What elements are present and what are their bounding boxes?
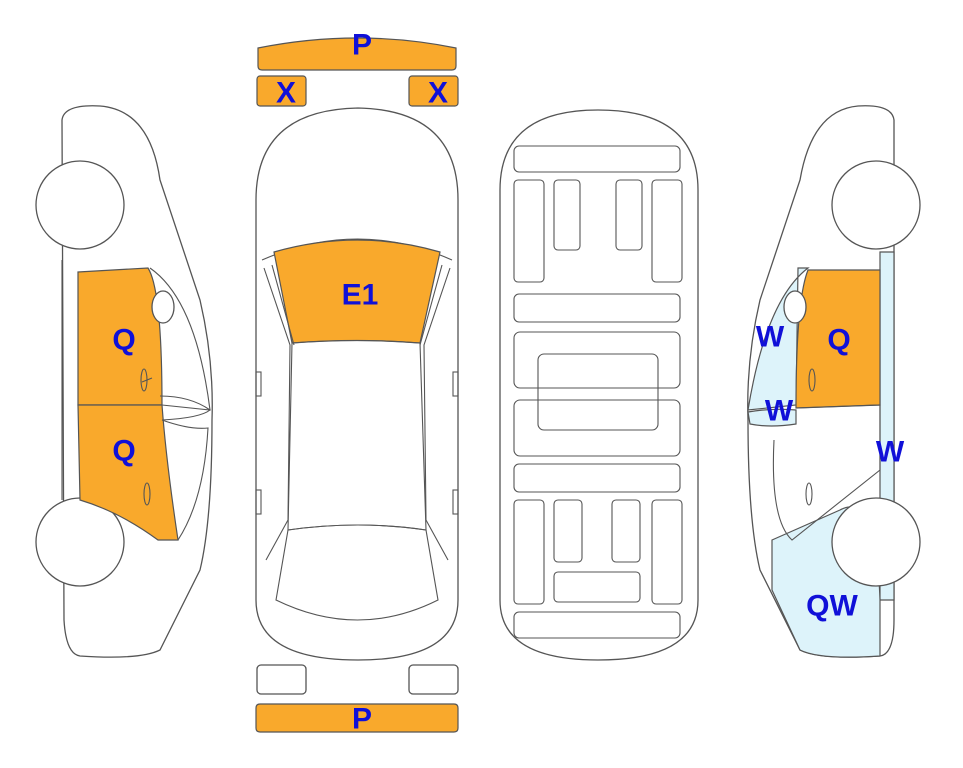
right-windshield-side-label: W: [876, 436, 905, 469]
left-front-door-label: Q: [112, 435, 135, 468]
front-bumper-label: P: [352, 29, 372, 62]
rear-bumper-part[interactable]: [255, 703, 459, 733]
front-left-light-label: X: [276, 77, 296, 110]
front-bumper-part[interactable]: [257, 37, 457, 71]
top-view-car: [255, 37, 459, 733]
front-left-light-part[interactable]: [256, 75, 307, 107]
windshield-label: E1: [342, 279, 379, 312]
right-side-view: [747, 105, 921, 658]
rear-bumper-label: P: [352, 703, 372, 736]
right-rear-window-label: W: [756, 321, 785, 354]
right-front-window-part[interactable]: [747, 408, 797, 427]
front-right-light-label: X: [428, 77, 448, 110]
right-front-window-label: W: [765, 395, 794, 428]
right-front-fender-label: QW: [806, 590, 858, 623]
right-rear-door-label: Q: [827, 324, 850, 357]
left-rear-door-label: Q: [112, 324, 135, 357]
front-right-light-part[interactable]: [408, 75, 459, 107]
damage-labels: P X X E1 P Q Q Q W W W QW: [112, 29, 905, 736]
underbody-view: [499, 109, 699, 661]
left-side-view: [35, 105, 213, 658]
